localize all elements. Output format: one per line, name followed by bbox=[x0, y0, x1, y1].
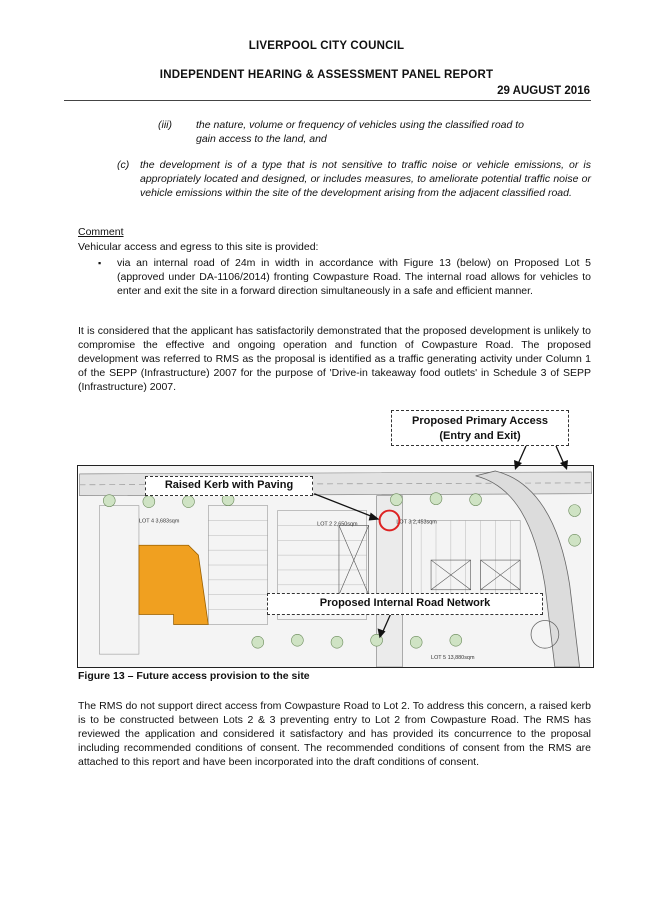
comment-heading: Comment bbox=[78, 226, 124, 238]
council-name: LIVERPOOL CITY COUNCIL bbox=[248, 40, 405, 52]
map-label-lot2: LOT 2 2,650sqm bbox=[317, 521, 358, 527]
comment-paragraph: It is considered that the applicant has … bbox=[78, 325, 591, 393]
callout-primary-access-line2: (Entry and Exit) bbox=[439, 430, 521, 442]
item-iii-line1: the nature, volume or frequency of vehic… bbox=[196, 119, 525, 131]
item-c-marker: (c) bbox=[117, 159, 130, 171]
item-iii-line2: gain access to the land, and bbox=[196, 133, 327, 145]
map-label-lot4: LOT 4 3,683sqm bbox=[139, 518, 180, 524]
callout-primary-access: Proposed Primary Access (Entry and Exit) bbox=[391, 410, 569, 446]
callout-primary-access-line1: Proposed Primary Access bbox=[412, 415, 548, 427]
closing-paragraph: The RMS do not support direct access fro… bbox=[78, 700, 591, 768]
item-c-text: the development is of a type that is not… bbox=[140, 159, 591, 199]
access-arrows bbox=[514, 445, 568, 470]
item-iii-marker: (iii) bbox=[158, 119, 172, 131]
header-divider bbox=[64, 100, 591, 101]
map-label-lot3: LOT 3 2,453sqm bbox=[396, 519, 437, 525]
report-title: INDEPENDENT HEARING & ASSESSMENT PANEL R… bbox=[159, 69, 494, 81]
report-date: 29 AUGUST 2016 bbox=[497, 85, 590, 97]
comment-bullet: via an internal road of 24m in width in … bbox=[117, 257, 591, 297]
building-footprint bbox=[138, 544, 209, 625]
callout-internal-road: Proposed Internal Road Network bbox=[267, 593, 543, 615]
raised-kerb-highlight bbox=[378, 509, 401, 532]
bullet-icon: ▪ bbox=[98, 258, 102, 268]
figure-caption: Figure 13 – Future access provision to t… bbox=[78, 670, 310, 682]
map-label-lot5: LOT 5 13,880sqm bbox=[431, 655, 475, 661]
callout-raised-kerb: Raised Kerb with Paving bbox=[145, 476, 313, 496]
comment-intro: Vehicular access and egress to this site… bbox=[78, 241, 319, 253]
